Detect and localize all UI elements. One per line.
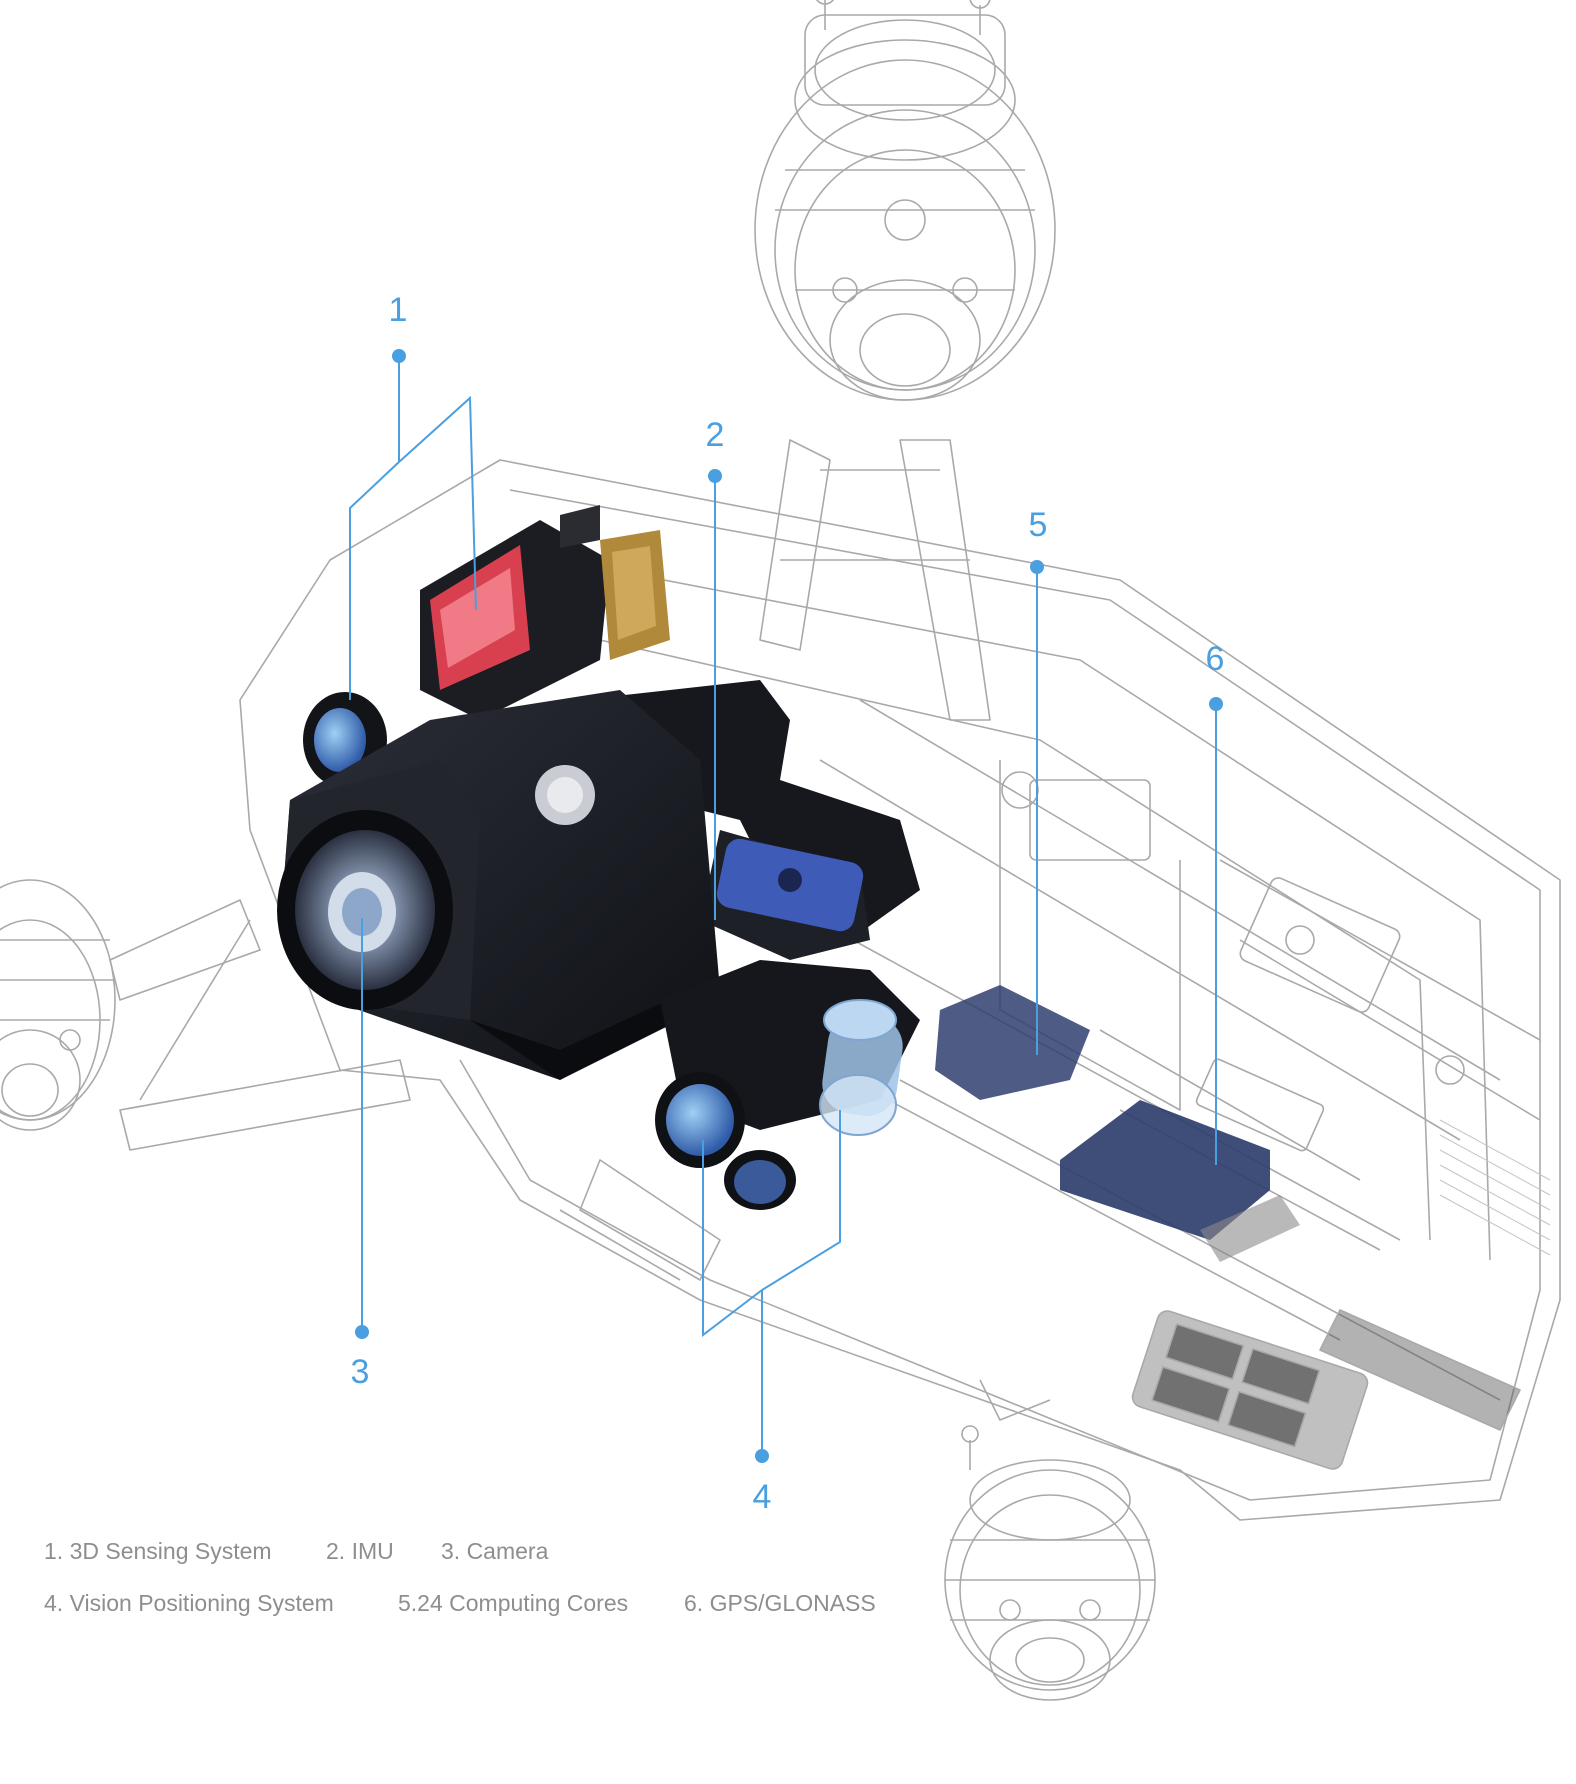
callout-number-4: 4 [752,1478,772,1516]
callout-dot-1 [392,349,406,363]
legend-item-3: 3. Camera [441,1538,549,1564]
callout-dot-4 [755,1449,769,1463]
callout-dots [355,349,1223,1463]
legend-item-5: 5.24 Computing Cores [398,1590,629,1616]
callout-number-3: 3 [350,1353,370,1391]
callout-dot-3 [355,1325,369,1339]
callout-number-1: 1 [388,291,408,329]
callout-number-2: 2 [705,416,725,454]
callout-number-6: 6 [1205,640,1225,678]
sensing-module [420,505,670,720]
vision-positioning-lenses [655,960,920,1210]
main-camera [277,690,720,1080]
callout-dot-6 [1209,697,1223,711]
legend-item-6: 6. GPS/GLONASS [684,1590,876,1616]
legend-item-1: 1. 3D Sensing System [44,1538,272,1564]
wireframe-frame [0,0,1561,1701]
callout-dot-5 [1030,560,1044,574]
callout-dot-2 [708,469,722,483]
legend-item-4: 4. Vision Positioning System [44,1590,334,1616]
legend-item-2: 2. IMU [326,1538,394,1564]
callout-number-5: 5 [1028,506,1048,544]
gps-chip [1060,1100,1270,1240]
callout-lines [349,356,1217,1456]
computing-cores-chip [935,985,1090,1100]
